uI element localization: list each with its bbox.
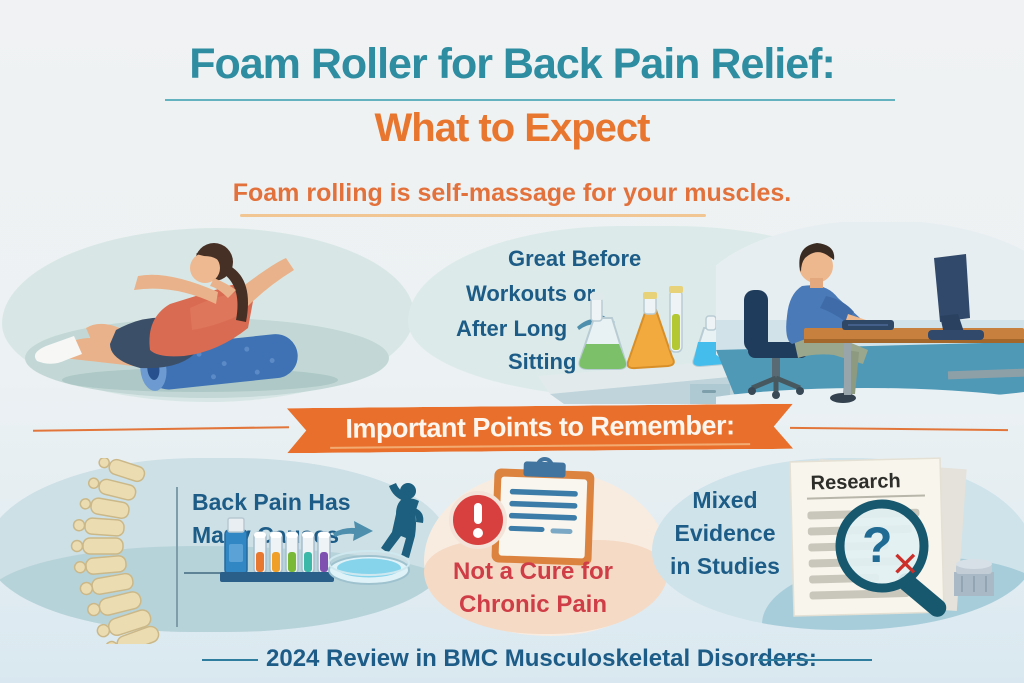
footer-rule-right xyxy=(758,659,872,661)
canister-icon xyxy=(954,559,994,596)
lens-question-glyph: ? xyxy=(862,517,893,573)
research-doc-title: Research xyxy=(810,470,901,494)
tagline-divider xyxy=(240,214,706,217)
when-line-1: Great Before xyxy=(508,246,642,271)
banner-rule-left xyxy=(32,426,290,432)
when-line-4: Sitting xyxy=(508,349,577,374)
arrow-right-icon xyxy=(333,521,373,541)
mixed-line-1: Mixed xyxy=(692,487,758,513)
test-tubes-icon xyxy=(220,517,334,582)
magnifier-icon: ? ✕ xyxy=(835,499,947,617)
not-cure-line-2: Chronic Pain xyxy=(458,591,608,618)
causes-divider xyxy=(176,487,178,627)
lens-cross-glyph: ✕ xyxy=(891,546,920,584)
clipboard-icon xyxy=(449,457,595,566)
when-line-3: After Long xyxy=(456,316,568,341)
banner-ribbon: Important Points to Remember: xyxy=(287,404,793,453)
banner-label: Important Points to Remember: xyxy=(345,410,735,444)
not-cure-line-1: Not a Cure for xyxy=(452,558,613,585)
banner-rule-right xyxy=(789,426,1009,432)
person-back-pain-icon xyxy=(381,483,424,558)
mixed-line-2: Evidence xyxy=(674,520,776,546)
research-paper-icon: Research ? ✕ xyxy=(789,457,994,617)
footer-rule-left xyxy=(202,659,258,661)
title-divider xyxy=(165,99,895,101)
page-subtitle: What to Expect xyxy=(374,106,651,150)
page-title: Foam Roller for Back Pain Relief: xyxy=(189,40,836,88)
tagline-text: Foam rolling is self-massage for your mu… xyxy=(232,179,792,207)
spine-icon xyxy=(70,458,160,644)
petri-dish-icon xyxy=(328,550,410,585)
when-line-2: Workouts or xyxy=(466,281,596,306)
woman-foam-rolling-illustration xyxy=(25,243,389,398)
causes-line-1: Back Pain Has xyxy=(192,489,351,515)
mixed-line-3: in Studies xyxy=(670,553,780,579)
alert-icon xyxy=(449,491,507,549)
man-at-desk-illustration xyxy=(716,222,1024,414)
footer-caption: 2024 Review in BMC Musculoskeletal Disor… xyxy=(266,645,817,672)
rack-baseline xyxy=(184,572,228,574)
